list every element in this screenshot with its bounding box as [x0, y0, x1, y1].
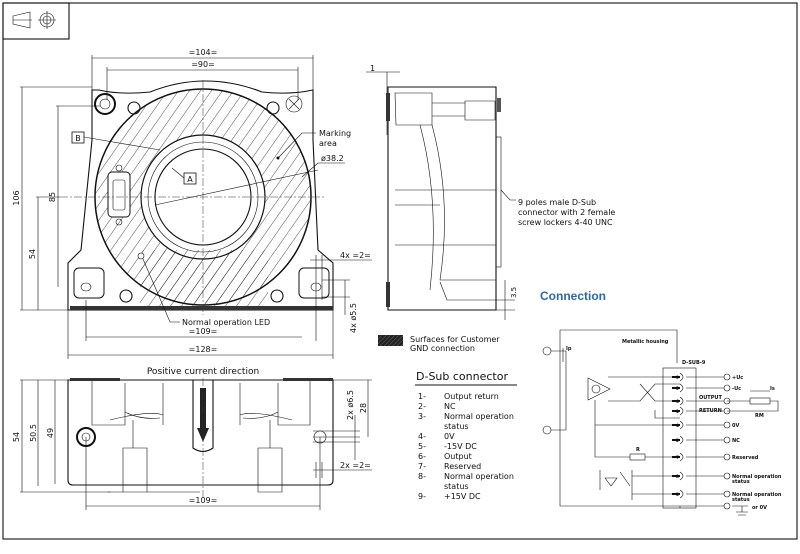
- bottom-view: [67, 378, 334, 498]
- connector-note-1: 9 poles male D-Sub: [518, 198, 596, 207]
- marking-area-label: Marking: [319, 129, 351, 138]
- dim-bottom-28: 28: [359, 403, 368, 413]
- terminal-or-0v: or 0V: [752, 505, 767, 511]
- dsub-pin-number: 6: [676, 399, 679, 404]
- pin-number: 5-: [418, 442, 426, 451]
- dim-bottom-slot: 2x =2=: [340, 461, 371, 470]
- pin-number: 7-: [418, 462, 426, 471]
- dim-bottom-49: 49: [46, 428, 55, 438]
- dim-bottom-54: 54: [12, 432, 21, 442]
- dim-bottom-hole: 2x ø6.5: [346, 390, 355, 420]
- dim-106: 106: [12, 190, 21, 205]
- dim-104: =104=: [189, 48, 218, 57]
- pin-label: status: [444, 422, 469, 431]
- dsub9-label: D-SUB-9: [682, 360, 706, 366]
- dim-90: =90=: [191, 60, 215, 69]
- dim-bottom-50-5: 50.5: [29, 424, 38, 442]
- dsub-pin-list: D-Sub connector 1- Output return 2- NC 3- Nor…: [415, 370, 517, 501]
- dsub-pin-number: 3: [676, 492, 679, 497]
- pin-number: 9-: [418, 492, 426, 501]
- led-label: Normal operation LED: [182, 318, 270, 327]
- drawing-frame: [2, 2, 798, 540]
- pin-label: status: [444, 482, 469, 491]
- dsub-pin-number: 2: [676, 438, 679, 443]
- dsub-pin-number: 9: [676, 375, 679, 380]
- dim-128: =128=: [189, 345, 218, 354]
- dim-side-3-5: 3.5: [510, 287, 518, 298]
- dsub-title: D-Sub connector: [416, 370, 508, 383]
- dim-hole: 4x ø5.5: [349, 303, 358, 333]
- positive-current-label: Positive current direction: [147, 367, 259, 377]
- dim-85: 85: [48, 192, 57, 202]
- pin-label: Normal operation: [444, 472, 514, 481]
- rm-label: RM: [755, 413, 764, 419]
- terminal: [723, 373, 731, 381]
- terminal-label: status: [732, 497, 750, 503]
- ip-label: Ip: [566, 346, 572, 352]
- pin-number: 1-: [418, 392, 426, 401]
- bottom-dimensions: 54 50.5 49 28 2x ø6.5 2x =2= =109=: [12, 379, 372, 510]
- connection-title: Connection: [540, 289, 606, 303]
- terminal-label: status: [732, 479, 750, 485]
- pin-label: Output: [444, 452, 472, 461]
- dsub-pin-number: 5: [676, 386, 679, 391]
- terminal: [723, 453, 731, 461]
- dim-slot: 4x =2=: [340, 251, 371, 260]
- dim-bottom-109: =109=: [189, 496, 218, 505]
- dim-bore: ø38.2: [321, 154, 344, 163]
- dsub-pin-number: 7: [676, 455, 679, 460]
- pin-label: Normal operation: [444, 412, 514, 421]
- pin-number: 3-: [418, 412, 426, 421]
- terminal-label: Reserved: [732, 455, 759, 461]
- connector-note-2: connector with 2 female: [518, 208, 615, 217]
- front-view: [60, 80, 334, 315]
- terminal-label: -Uc: [732, 386, 741, 392]
- terminal-label: Normal operation: [732, 474, 782, 480]
- pin-number: 4-: [418, 432, 426, 441]
- marking-area-label-2: area: [319, 139, 337, 148]
- dim-side-1: 1: [370, 64, 375, 73]
- return-label: RETURN: [699, 408, 722, 414]
- dim-109: =109=: [189, 327, 218, 336]
- dsub-pin-number: 1: [676, 409, 679, 414]
- terminal: [723, 472, 731, 480]
- terminal-label: NC: [732, 438, 740, 444]
- gnd-label-2: GND connection: [410, 344, 475, 353]
- pin-number: 2-: [418, 402, 426, 411]
- is-label: Is: [770, 386, 775, 392]
- dsub-pin-number: 4: [676, 423, 679, 428]
- terminal-label: 0V: [732, 423, 739, 429]
- housing-label: Metallic housing: [622, 339, 669, 345]
- pin-label: NC: [444, 402, 456, 411]
- terminal: [723, 436, 731, 444]
- terminal: [723, 384, 731, 392]
- pin-label: 0V: [444, 432, 455, 441]
- dim-54: 54: [28, 249, 37, 259]
- gnd-surface-swatch: [378, 335, 403, 346]
- connector-note-3: screw lockers 4-40 UNC: [518, 218, 613, 227]
- pin-label: Output return: [444, 392, 499, 401]
- pin-label: Reserved: [444, 462, 481, 471]
- pin-label: -15V DC: [444, 442, 477, 451]
- r-label: R: [636, 447, 640, 453]
- dsub-pin-number: 8: [676, 474, 679, 479]
- connection-schematic: Metallic housing D-SUB-9 Ip R 9 +Uc 5 -Uc 6 1…: [542, 329, 782, 516]
- front-dimensions: =104= =90= =109= =128= 106 85 54 ø38.2 4…: [12, 48, 372, 359]
- pin-number: 8-: [418, 472, 426, 481]
- pin-label: +15V DC: [444, 492, 481, 501]
- terminal-label: +Uc: [732, 375, 743, 381]
- terminal: [723, 421, 731, 429]
- datum-b: B: [75, 134, 81, 143]
- gnd-label-1: Surfaces for Customer: [410, 335, 500, 344]
- output-label: OUTPUT: [699, 395, 722, 401]
- side-view: 1 9 poles male D-Sub connector with 2 fe…: [366, 64, 615, 320]
- datum-a: A: [187, 175, 193, 184]
- terminal-label: Normal operation: [732, 492, 782, 498]
- projection-symbol: [2, 2, 70, 40]
- pin-number: 6-: [418, 452, 426, 461]
- terminal: [723, 490, 731, 498]
